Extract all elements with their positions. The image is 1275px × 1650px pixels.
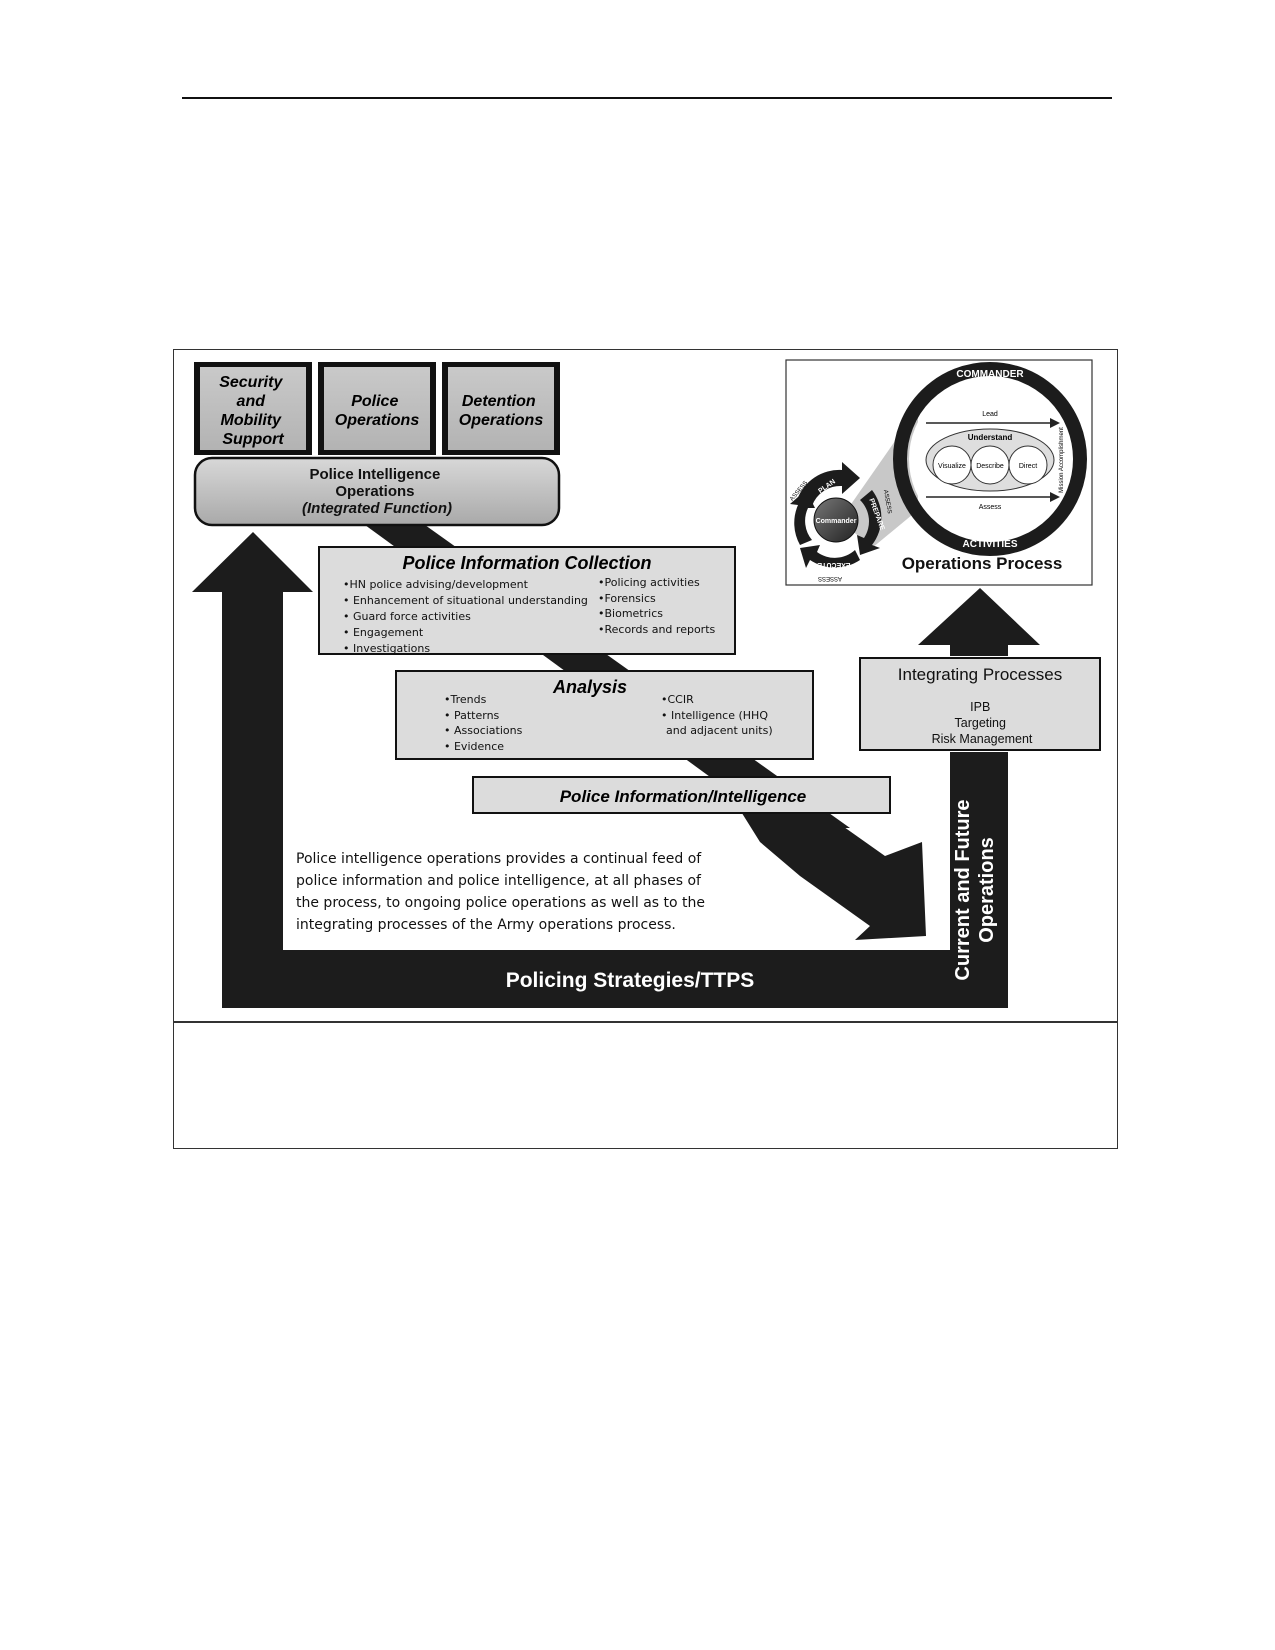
list-item: Risk Management xyxy=(932,732,1033,746)
assess-cycle-label: ASSESS xyxy=(818,575,842,581)
top-box-line: Operations xyxy=(459,412,544,429)
top-box-security: Security and Mobility Support xyxy=(194,362,312,455)
analysis-title: Analysis xyxy=(552,677,627,697)
svg-text:•Policing activities •Fo: •Policing activities •Forensics •Biometr… xyxy=(598,576,716,636)
plan-arrow xyxy=(797,462,860,506)
description-line: police information and police intelligen… xyxy=(296,873,702,889)
figure-frame xyxy=(173,349,1118,1149)
svg-text:Security and Mobil: Security and Mobility Support xyxy=(219,374,287,448)
list-item: • Intelligence (HHQ xyxy=(661,709,768,722)
svg-text:IPB Targeting Risk: IPB Targeting Risk Management xyxy=(932,700,1033,746)
top-box-line: Support xyxy=(222,431,284,448)
description-line: Police intelligence operations provides … xyxy=(296,851,702,867)
collection-box: Police Information Collection •HN police… xyxy=(318,546,736,655)
current-future-operations-label: Current and Future Operations xyxy=(952,799,998,980)
list-item: •CCIR xyxy=(661,693,694,706)
svg-text:Operations: Operations xyxy=(976,837,998,943)
arrowhead-icon xyxy=(1050,492,1060,502)
integrating-processes-box: Integrating Processes IPB Targeting Risk… xyxy=(859,657,1101,751)
pii-title: Police Information/Intelligence xyxy=(560,787,807,806)
list-item: •Records and reports xyxy=(598,623,716,636)
assess-cycle-label: ASSESS xyxy=(882,489,892,514)
commander-label: Commander xyxy=(816,518,857,525)
left-up-arrowhead xyxy=(192,532,313,592)
prepare-arrow xyxy=(857,490,882,555)
svg-text:Police Intelligence Oper: Police Intelligence Operations (Integrat… xyxy=(302,466,452,517)
list-item: •Forensics xyxy=(598,592,656,605)
operations-process-inset: COMMANDER ACTIVITIES Lead Assess Underst… xyxy=(785,359,1093,586)
page-header-rule xyxy=(182,97,1112,99)
top-box-line: Detention xyxy=(462,393,536,410)
list-item: • Investigations xyxy=(343,642,430,655)
svg-text:Police Operations: Police Operations xyxy=(335,393,420,429)
svg-text:Detention Operations: Detention Operations xyxy=(459,393,544,429)
svg-text:Current and Future: Current and Future xyxy=(952,799,974,980)
top-box-detention: Detention Operations xyxy=(442,362,560,455)
list-item: • Enhancement of situational understandi… xyxy=(343,594,588,607)
describe-label: Describe xyxy=(976,463,1004,470)
collection-title: Police Information Collection xyxy=(402,553,651,573)
top-box-line: Operations xyxy=(335,412,420,429)
integrating-title: Integrating Processes xyxy=(898,665,1062,684)
ring-bottom-label: ACTIVITIES xyxy=(962,539,1017,550)
visualize-label: Visualize xyxy=(938,463,966,470)
top-box-line: Security xyxy=(219,374,283,391)
execute-label: EXECUTE xyxy=(817,561,850,568)
list-item: IPB xyxy=(970,700,990,714)
top-box-line: Police xyxy=(351,393,398,410)
description-line: integrating processes of the Army operat… xyxy=(296,917,676,933)
list-item: •Trends xyxy=(444,693,487,706)
diagonal-arrow xyxy=(740,810,926,940)
list-item: •Policing activities xyxy=(598,576,700,589)
caption-divider xyxy=(173,1021,1118,1023)
top-box-police-operations: Police Operations xyxy=(318,362,436,455)
mission-label: Mission Accomplishment xyxy=(1059,427,1065,493)
assess-label: Assess xyxy=(979,504,1002,511)
list-item: • Engagement xyxy=(343,626,424,639)
direct-label: Direct xyxy=(1019,463,1037,470)
list-item: • Associations xyxy=(444,724,523,737)
list-item: and adjacent units) xyxy=(666,724,773,737)
description-line: the process, to ongoing police operation… xyxy=(296,895,705,911)
svg-text:•Trends • Patterns: •Trends • Patterns • Associations • Evid… xyxy=(444,693,526,753)
description-paragraph: Police intelligence operations provides … xyxy=(296,851,709,933)
top-box-line: and xyxy=(237,393,267,410)
policing-strategies-label: Policing Strategies/TTPS xyxy=(506,969,755,992)
right-up-arrow xyxy=(918,588,1040,656)
lead-label: Lead xyxy=(982,411,998,418)
pii-box: Police Information/Intelligence xyxy=(472,776,891,814)
list-item: •Biometrics xyxy=(598,607,663,620)
top-box-line: Mobility xyxy=(221,412,283,429)
assess-cycle-arrow xyxy=(790,490,815,545)
list-item: Targeting xyxy=(955,716,1006,730)
execute-arrow xyxy=(800,545,860,568)
arrowhead-icon xyxy=(1050,418,1060,428)
analysis-box: Analysis •Trends • Patterns • Associatio… xyxy=(395,670,814,760)
list-item: • Evidence xyxy=(444,740,504,753)
svg-text:•HN police advising/developmen: •HN police advising/development • Enhanc… xyxy=(343,578,591,655)
list-item: •HN police advising/development xyxy=(343,578,529,591)
ring-top-label: COMMANDER xyxy=(956,369,1024,380)
svg-text:•CCIR • Intelligence (HH: •CCIR • Intelligence (HHQ and adjacent u… xyxy=(661,693,773,737)
understand-label: Understand xyxy=(968,433,1013,442)
operations-process-title: Operations Process xyxy=(902,554,1063,573)
integrated-function-pill: Police Intelligence Operations (Integrat… xyxy=(193,456,561,527)
list-item: • Guard force activities xyxy=(343,610,471,623)
feedback-u-arrow xyxy=(222,588,1008,1008)
list-item: • Patterns xyxy=(444,709,500,722)
